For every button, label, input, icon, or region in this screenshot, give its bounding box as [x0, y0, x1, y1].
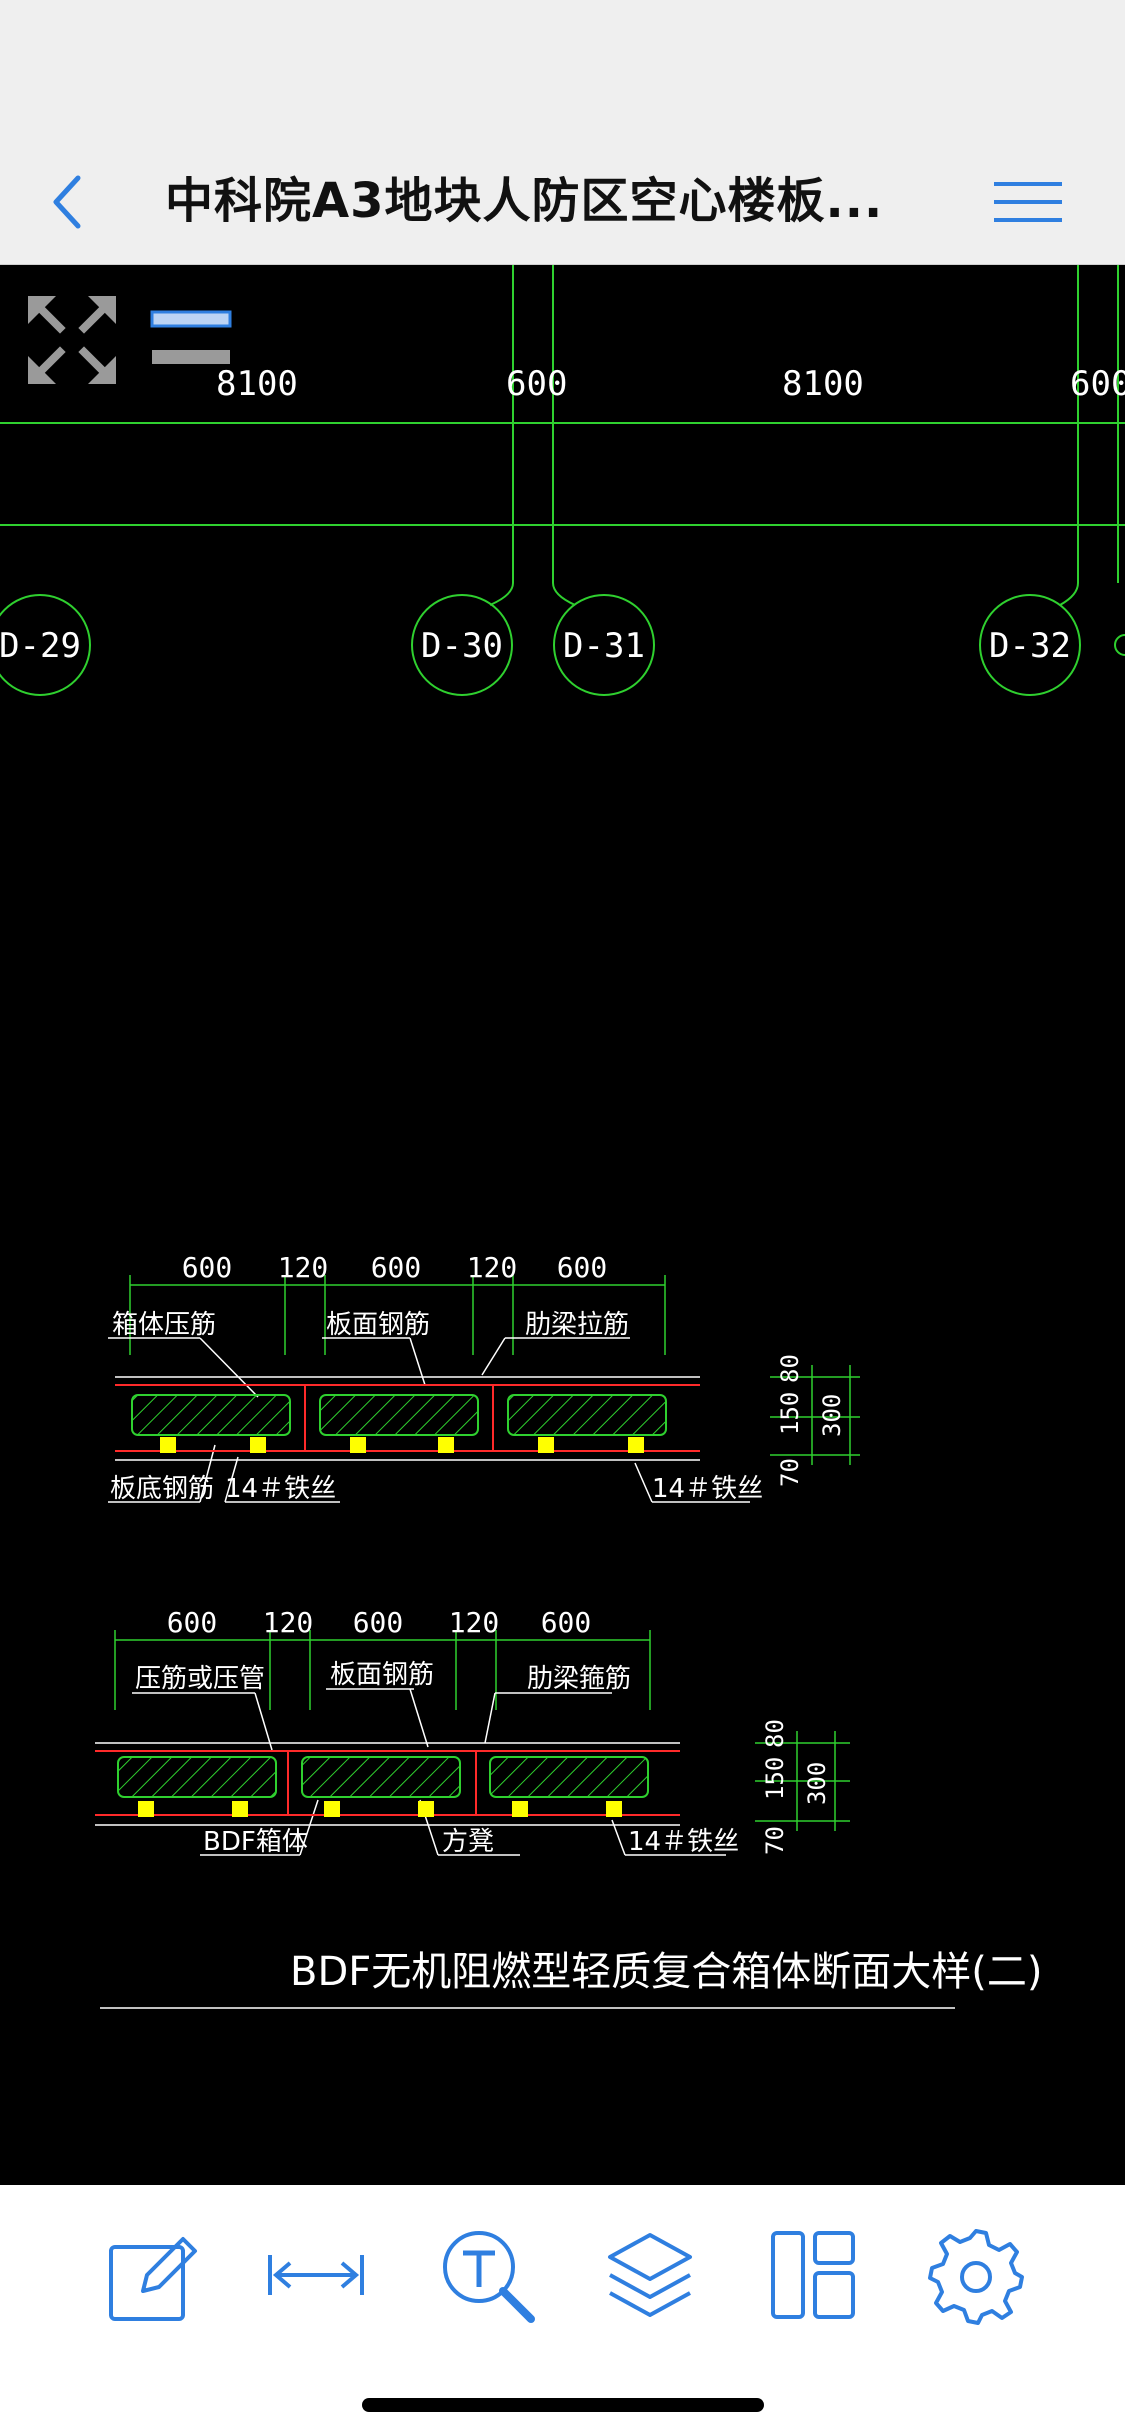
axis-label: D-31	[563, 626, 645, 666]
dimension-text: 80	[776, 1354, 804, 1383]
dimension-text: 600	[167, 1606, 218, 1639]
cad-drawing-canvas[interactable]: 8100 600 8100 600 D-29 D-30 D-31 D-32 60…	[0, 265, 1125, 2185]
settings-button[interactable]	[926, 2225, 1026, 2325]
axis-label: D-29	[0, 626, 81, 666]
dimension-text: 120	[449, 1606, 500, 1639]
layers-button[interactable]	[600, 2225, 700, 2325]
chevron-left-icon	[53, 175, 81, 229]
expand-arrows-icon	[28, 296, 116, 384]
dimension-text: 600	[541, 1606, 592, 1639]
grid-lines	[0, 265, 1125, 696]
annotation-label: 肋梁拉筋	[525, 1310, 629, 1340]
dimension-text: 8100	[216, 364, 298, 404]
layer-bars-icon	[150, 310, 232, 364]
axis-label: D-30	[421, 626, 503, 666]
edit-icon	[109, 2237, 197, 2321]
dimension-text: 600	[353, 1606, 404, 1639]
dimension-text: 600	[1070, 364, 1125, 404]
layout-icon	[771, 2231, 855, 2319]
annotation-label: BDF箱体	[203, 1827, 308, 1857]
axis-bubble	[411, 594, 513, 696]
annotation-label: 14＃铁丝	[225, 1474, 336, 1504]
dimension-text: 70	[761, 1826, 789, 1855]
layer-toggle-button[interactable]	[150, 300, 234, 380]
annotation-label: 箱体压筋	[112, 1310, 216, 1340]
hamburger-menu-icon	[994, 182, 1062, 222]
annotation-label: 板底钢筋	[110, 1474, 214, 1504]
dimension-text: 70	[776, 1458, 804, 1487]
bottom-toolbar	[0, 2185, 1125, 2436]
dimension-text: 300	[803, 1762, 831, 1805]
dimension-text: 120	[263, 1606, 314, 1639]
axis-bubble	[979, 594, 1081, 696]
layout-button[interactable]	[763, 2225, 863, 2325]
annotation-label: 板面钢筋	[326, 1310, 430, 1340]
dimension-text: 300	[818, 1394, 846, 1437]
menu-button[interactable]	[990, 170, 1066, 234]
axis-label: D-32	[989, 626, 1071, 666]
dimension-text: 600	[371, 1251, 422, 1284]
annotation-label: 方凳	[442, 1827, 494, 1857]
text-search-icon	[443, 2231, 535, 2323]
settings-gear-icon	[928, 2229, 1024, 2325]
annotation-label: 14＃铁丝	[628, 1827, 739, 1857]
dimension-text: 600	[557, 1251, 608, 1284]
edit-button[interactable]	[103, 2225, 203, 2325]
annotation-label: 压筋或压管	[135, 1664, 265, 1694]
dimension-text: 150	[761, 1757, 789, 1800]
back-button[interactable]	[40, 170, 104, 234]
axis-bubble	[1114, 634, 1125, 656]
fullscreen-button[interactable]	[22, 290, 122, 390]
section-detail-2: 600 120 600 120 600 压筋或压管 板面钢筋 肋梁箍筋 BDF箱…	[95, 1606, 850, 1857]
status-bar	[0, 0, 1125, 140]
dimension-text: 600	[182, 1251, 233, 1284]
dimension-text: 120	[467, 1251, 518, 1284]
axis-bubble	[0, 594, 91, 696]
dimension-text: 80	[761, 1719, 789, 1748]
annotation-label: 板面钢筋	[330, 1660, 434, 1690]
annotation-label: 肋梁箍筋	[527, 1664, 631, 1694]
home-indicator	[362, 2398, 764, 2412]
measure-button[interactable]	[266, 2225, 366, 2325]
dimension-text: 150	[776, 1392, 804, 1435]
drawing-caption: BDF无机阻燃型轻质复合箱体断面大样(二)	[290, 1949, 1042, 1995]
dimension-text: 600	[506, 364, 567, 404]
layers-icon	[608, 2233, 692, 2317]
navigation-bar: 中科院A3地块人防区空心楼板...	[0, 140, 1125, 265]
text-search-button[interactable]	[437, 2225, 537, 2325]
page-title: 中科院A3地块人防区空心楼板...	[165, 173, 884, 229]
measure-icon	[268, 2255, 364, 2295]
section-detail-1: 600 120 600 120 600 箱体压筋 板面钢筋 肋梁拉筋 板底钢筋 …	[108, 1251, 860, 1504]
dimension-text: 120	[278, 1251, 329, 1284]
annotation-label: 14＃铁丝	[652, 1474, 763, 1504]
dimension-text: 8100	[782, 364, 864, 404]
axis-bubble	[553, 594, 655, 696]
